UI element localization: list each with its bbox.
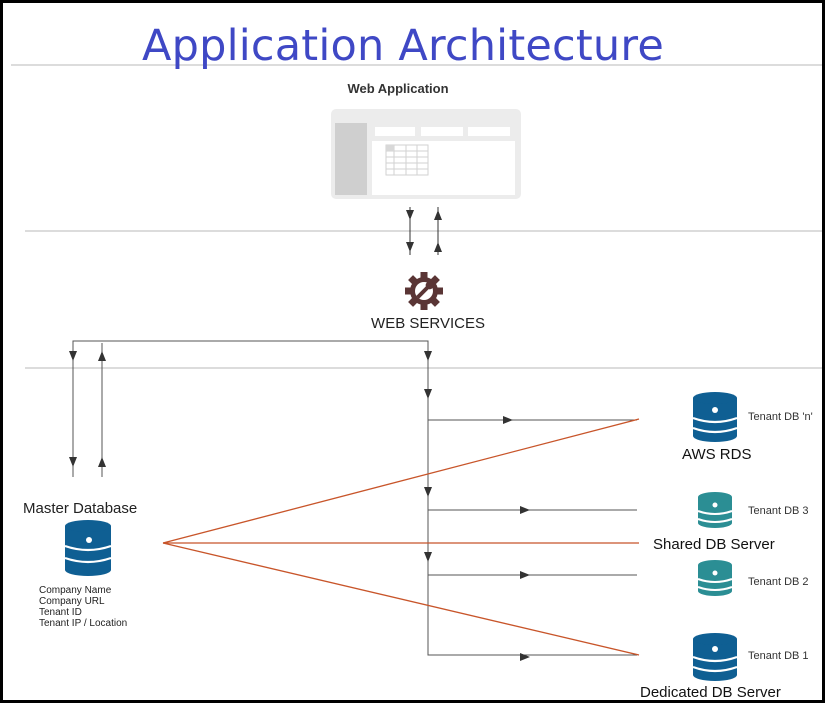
tenant-db-2-icon (697, 560, 733, 596)
tenant-db-1-icon (692, 633, 738, 681)
dedicated-db-server-label: Dedicated DB Server (640, 684, 781, 701)
tenant-db-3-label: Tenant DB 3 (748, 505, 809, 517)
gear-wrench-icon (405, 272, 443, 310)
shared-db-server-label: Shared DB Server (651, 536, 777, 553)
master-field-tenant-id: Tenant ID (39, 607, 82, 618)
tenant-db-2-label: Tenant DB 2 (748, 576, 809, 588)
master-field-tenant-ip: Tenant IP / Location (39, 618, 128, 629)
web-application-label: Web Application (347, 81, 449, 96)
master-database-icon (64, 520, 112, 576)
aws-rds-database-icon (692, 392, 738, 442)
tenant-db-1-label: Tenant DB 1 (748, 650, 809, 662)
page-title: Application Architecture (142, 21, 664, 71)
master-field-company-url: Company URL (39, 596, 105, 607)
routing-lines (162, 418, 640, 656)
master-field-company-name: Company Name (39, 585, 112, 596)
web-services-label: WEB SERVICES (371, 315, 485, 332)
tenant-db-3-icon (697, 492, 733, 528)
services-connectors (72, 340, 637, 656)
aws-rds-label: AWS RDS (682, 446, 752, 463)
browser-window-icon (331, 109, 521, 199)
diagram-canvas (11, 64, 822, 681)
tenant-db-n-label: Tenant DB 'n' (748, 411, 813, 423)
master-database-label: Master Database (23, 500, 138, 517)
